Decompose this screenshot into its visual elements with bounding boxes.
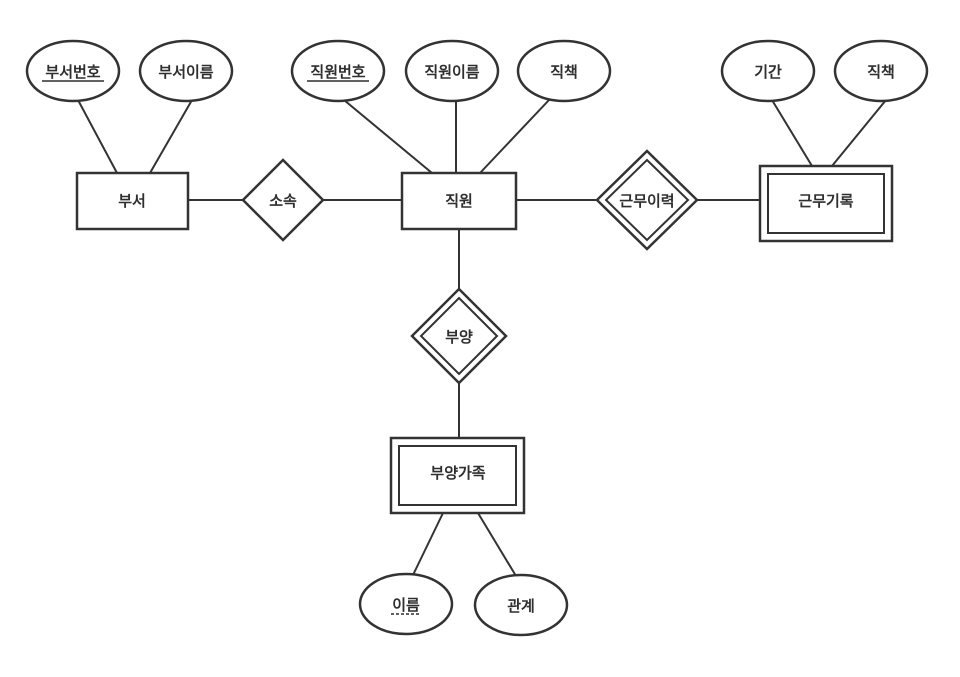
entity-dependent: 부양가족 bbox=[389, 436, 526, 515]
attribute-emp-name: 직원이름 bbox=[404, 39, 500, 103]
svg-text:소속: 소속 bbox=[269, 192, 297, 210]
svg-text:근무기록: 근무기록 bbox=[798, 192, 853, 210]
entity-employee: 직원 bbox=[400, 171, 518, 231]
attribute-rec-position: 직책 bbox=[833, 39, 929, 103]
svg-text:부양가족: 부양가족 bbox=[430, 464, 485, 482]
svg-text:부서번호: 부서번호 bbox=[45, 63, 100, 81]
svg-text:직책: 직책 bbox=[550, 63, 578, 81]
attribute-emp-no: 직원번호 bbox=[290, 39, 386, 103]
attribute-dept-no: 부서번호 bbox=[25, 39, 121, 103]
line-dependent-depname bbox=[412, 512, 444, 576]
line-deptname-dept bbox=[149, 99, 193, 174]
line-period-workrecord bbox=[771, 99, 813, 167]
relationship-belongs: 소속 bbox=[241, 158, 325, 242]
svg-text:직원이름: 직원이름 bbox=[424, 63, 479, 81]
line-dependent-relation bbox=[477, 512, 517, 577]
line-position-employee bbox=[479, 99, 550, 174]
line-empno-employee bbox=[343, 99, 433, 174]
svg-text:직원번호: 직원번호 bbox=[310, 63, 365, 81]
svg-text:직책: 직책 bbox=[867, 63, 895, 81]
attribute-dep-relation: 관계 bbox=[473, 573, 569, 637]
entity-dept: 부서 bbox=[75, 171, 190, 231]
attribute-dep-name: 이름 bbox=[358, 572, 454, 636]
attribute-emp-position: 직책 bbox=[516, 39, 612, 103]
svg-text:기간: 기간 bbox=[754, 63, 782, 81]
entity-work-record: 근무기록 bbox=[758, 164, 894, 243]
connectors bbox=[77, 99, 887, 577]
relationship-support: 부양 bbox=[410, 287, 508, 385]
svg-text:관계: 관계 bbox=[507, 597, 535, 615]
line-recposition-workrecord bbox=[831, 99, 887, 167]
relationship-work-history: 근무이력 bbox=[595, 149, 699, 251]
attribute-dept-name: 부서이름 bbox=[138, 39, 234, 103]
svg-text:근무이력: 근무이력 bbox=[619, 192, 674, 210]
svg-text:부서: 부서 bbox=[118, 192, 146, 210]
svg-text:부서이름: 부서이름 bbox=[158, 63, 213, 81]
svg-text:직원: 직원 bbox=[445, 192, 473, 210]
attribute-rec-period: 기간 bbox=[720, 39, 816, 103]
line-deptno-dept bbox=[77, 99, 118, 174]
svg-text:부양: 부양 bbox=[445, 328, 473, 346]
svg-text:이름: 이름 bbox=[392, 596, 420, 614]
